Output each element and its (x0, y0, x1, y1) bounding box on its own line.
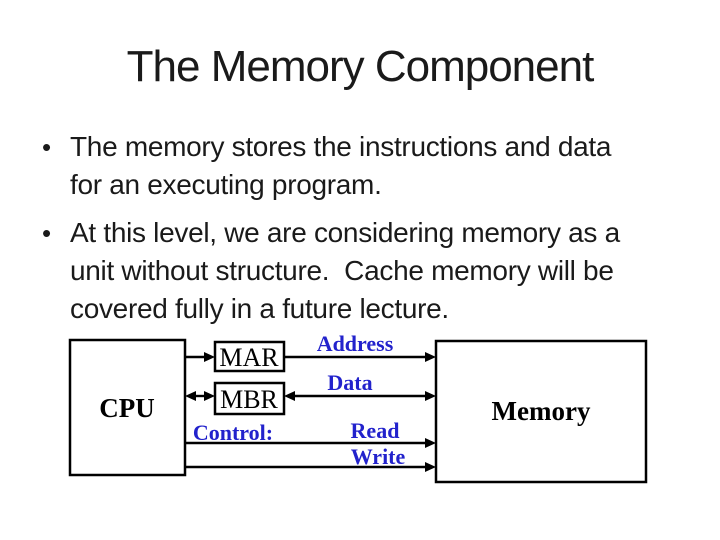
arrowhead-right-icon (425, 438, 436, 448)
memory-box: Memory (434, 339, 648, 484)
read-label: Read (351, 418, 400, 443)
read-control-wire (185, 438, 436, 448)
bullet-list: • The memory stores the instructions and… (40, 128, 640, 328)
mbr-box-rect (213, 381, 286, 416)
data-bus-double-arrow (284, 391, 436, 401)
arrowhead-right-icon (425, 352, 436, 362)
arrowhead-right-icon (425, 391, 436, 401)
address-bus-arrow (284, 352, 436, 362)
memory-box-rect (434, 339, 648, 484)
control-label: Control: (193, 420, 273, 445)
mar-box-label: MAR (219, 343, 279, 372)
slide-title: The Memory Component (126, 42, 595, 91)
bullet-text: The memory stores the instructions and d… (70, 131, 619, 200)
bullet-text: At this level, we are considering memory… (70, 217, 628, 324)
cpu-box-label: CPU (99, 393, 155, 423)
arrowhead-right-icon (425, 462, 436, 472)
memory-box-label: Memory (492, 396, 591, 426)
bullet-marker-icon: • (42, 218, 51, 248)
mar-box: MAR (213, 340, 286, 373)
bullet-item: • At this level, we are considering memo… (40, 214, 640, 328)
cpu-to-mbr-double-arrow (185, 391, 215, 401)
cpu-box: CPU (68, 338, 187, 477)
arrowhead-right-icon (204, 352, 215, 362)
write-control-wire (185, 462, 436, 472)
cpu-box-rect (68, 338, 187, 477)
arrowhead-right-icon (204, 391, 215, 401)
bullet-marker-icon: • (42, 132, 51, 162)
data-bus-label: Data (327, 370, 372, 395)
address-bus-label: Address (317, 331, 394, 356)
arrowhead-left-icon (284, 391, 295, 401)
mbr-box-label: MBR (220, 385, 278, 414)
arrowhead-left-icon (185, 391, 196, 401)
write-label: Write (351, 444, 406, 469)
mbr-box: MBR (213, 381, 286, 416)
bullet-item: • The memory stores the instructions and… (40, 128, 640, 204)
cpu-to-mar-arrow (185, 352, 215, 362)
